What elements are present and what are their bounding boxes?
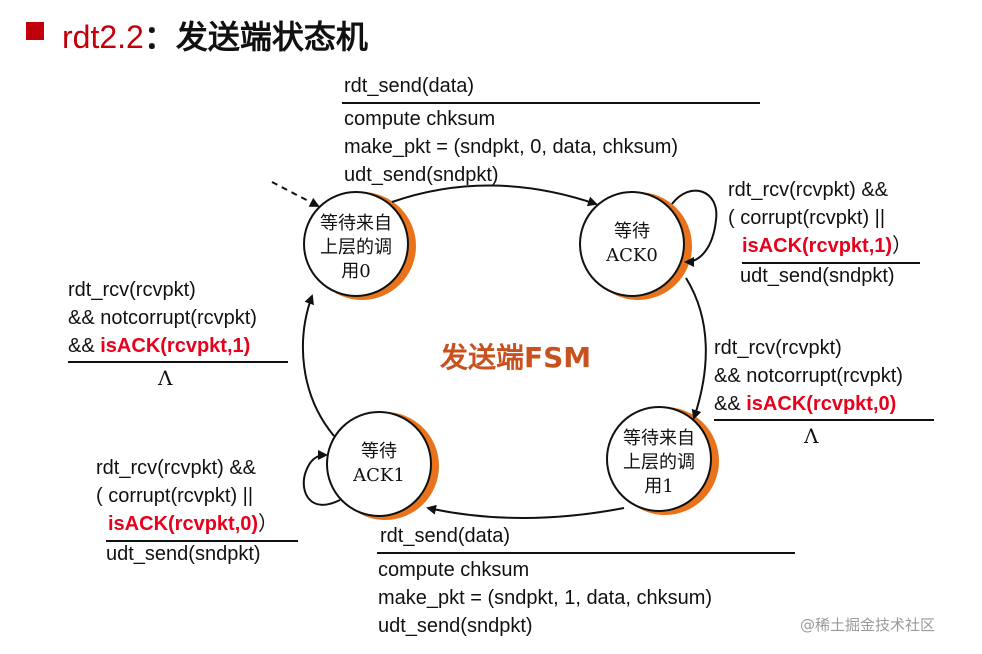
state-wait-ack-1 — [326, 411, 432, 517]
title-rest: ：发送端状态机 — [143, 18, 368, 56]
state-label-line: 等待 — [361, 441, 397, 462]
and-prefix: && — [68, 335, 101, 357]
state-wait-call-1-label: 等待来自 上层的调 用1 — [607, 427, 711, 499]
right-self-transition-event: rdt_rcv(rcvpkt) && ( corrupt(rcvpkt) || … — [728, 176, 912, 260]
action-line: udt_send(sndpkt) — [344, 164, 499, 186]
event-line: ( corrupt(rcvpkt) || — [96, 485, 254, 507]
event-line: rdt_rcv(rcvpkt) — [68, 279, 196, 301]
state-wait-call-0-label: 等待来自 上层的调 用0 — [304, 212, 408, 284]
top-transition-actions: compute chksum make_pkt = (sndpkt, 0, da… — [344, 105, 678, 189]
bottom-transition-actions: compute chksum make_pkt = (sndpkt, 1, da… — [378, 556, 712, 640]
bottom-transition-event: rdt_send(data) — [380, 525, 511, 547]
arrow-ack1-to-call0 — [301, 294, 335, 437]
event-line: ( corrupt(rcvpkt) || — [728, 207, 886, 229]
right-self-transition-action: udt_send(sndpkt) — [740, 265, 895, 287]
arrow-ack0-to-call1 — [685, 277, 707, 420]
state-label-line: 等待来自 — [623, 428, 695, 449]
state-wait-call-0 — [303, 191, 409, 297]
state-wait-call-1 — [606, 406, 712, 512]
arrow-ack0-self-loop — [671, 189, 718, 267]
state-label-line: 用0 — [341, 261, 371, 282]
state-label-line: ACK0 — [606, 245, 658, 266]
state-wait-ack-1-label: 等待 ACK1 — [327, 440, 431, 488]
event-line: && notcorrupt(rcvpkt) — [68, 307, 257, 329]
and-prefix: && — [714, 393, 747, 415]
left-transition-action: Λ — [158, 366, 173, 390]
fsm-center-label: 发送端FSM — [440, 341, 592, 374]
slide-title: rdt2.2：发送端状态机 — [62, 12, 368, 58]
right-transition-action: Λ — [804, 424, 819, 448]
left-self-transition-rule — [106, 540, 298, 542]
right-self-transition-rule — [742, 262, 920, 264]
arrow-ack1-self-loop — [302, 450, 341, 506]
state-wait-ack-0-label: 等待 ACK0 — [580, 220, 684, 268]
arrow-call0-to-ack0 — [391, 184, 598, 207]
isack-condition: isACK(rcvpkt,0) — [108, 513, 259, 535]
event-line: rdt_rcv(rcvpkt) && — [728, 179, 889, 201]
right-transition-rule — [714, 419, 934, 421]
event-line: && notcorrupt(rcvpkt) — [714, 365, 903, 387]
state-label-line: 等待来自 — [320, 213, 392, 234]
state-wait-ack-0 — [579, 191, 685, 297]
title-version: rdt2.2 — [62, 19, 144, 55]
event-line: && isACK(rcvpkt,1) — [68, 332, 257, 360]
action-line: compute chksum — [378, 559, 530, 581]
event-line: && isACK(rcvpkt,0) — [714, 390, 903, 418]
top-transition-event: rdt_send(data) — [344, 75, 475, 97]
event-line: rdt_rcv(rcvpkt) && — [96, 457, 257, 479]
close-paren: ） — [258, 513, 279, 535]
isack-condition: isACK(rcvpkt,1) — [100, 335, 251, 357]
close-paren: ） — [892, 235, 913, 257]
initial-arrow — [271, 181, 320, 207]
state-label-line: 上层的调 — [320, 237, 392, 258]
state-label-line: 上层的调 — [623, 452, 695, 473]
arrow-call1-to-ack1 — [426, 504, 625, 519]
left-self-transition-action: udt_send(sndpkt) — [106, 543, 261, 565]
state-label-line: 等待 — [614, 221, 650, 242]
top-transition-rule — [342, 102, 760, 104]
action-line: udt_send(sndpkt) — [378, 615, 533, 637]
left-self-transition-event: rdt_rcv(rcvpkt) && ( corrupt(rcvpkt) || … — [96, 454, 278, 538]
left-transition-rule — [68, 361, 288, 363]
isack-condition: isACK(rcvpkt,1) — [742, 235, 893, 257]
action-line: make_pkt = (sndpkt, 0, data, chksum) — [344, 136, 679, 158]
left-transition-event: rdt_rcv(rcvpkt) && notcorrupt(rcvpkt) &&… — [68, 276, 257, 360]
action-line: make_pkt = (sndpkt, 1, data, chksum) — [378, 587, 713, 609]
right-transition-event: rdt_rcv(rcvpkt) && notcorrupt(rcvpkt) &&… — [714, 334, 903, 418]
isack-condition: isACK(rcvpkt,0) — [746, 393, 897, 415]
title-bullet — [26, 22, 44, 40]
watermark: @稀土掘金技术社区 — [800, 616, 936, 634]
state-label-line: 用1 — [644, 476, 674, 497]
state-label-line: ACK1 — [353, 465, 405, 486]
event-line: isACK(rcvpkt,1)） — [728, 232, 912, 260]
event-line: isACK(rcvpkt,0)） — [96, 510, 278, 538]
bottom-transition-rule — [377, 552, 795, 554]
event-line: rdt_rcv(rcvpkt) — [714, 337, 842, 359]
action-line: compute chksum — [344, 108, 496, 130]
